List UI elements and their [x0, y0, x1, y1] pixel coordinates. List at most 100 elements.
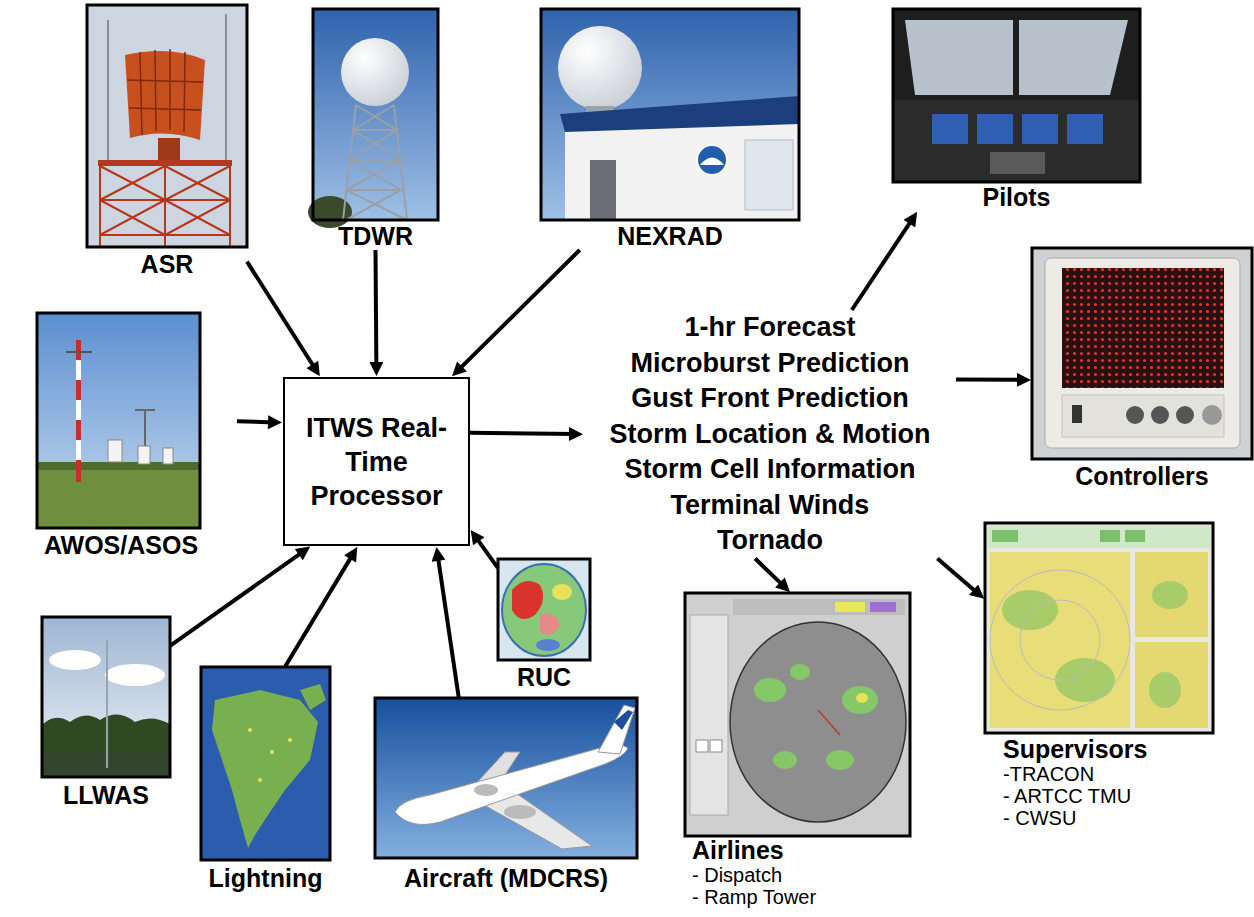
awos-asos-photo-part [37, 313, 200, 528]
controllers-photo-part [1202, 405, 1222, 425]
caption: RUC [498, 663, 590, 691]
photo-area [1032, 248, 1252, 462]
supervisors-display-photo [985, 523, 1213, 733]
supervisors-display-photo-part [990, 552, 1130, 728]
caption: Controllers [1032, 462, 1252, 490]
tdwr-photo-part-part [349, 159, 401, 161]
tdwr-photo-part-part [346, 105, 407, 220]
lightning-photo-part [258, 778, 262, 782]
airlines-display-photo-part [690, 615, 728, 815]
product-list: 1-hr ForecastMicroburst PredictionGust F… [584, 310, 956, 559]
airlines-display-photo-part [696, 740, 708, 752]
llwas-photo [42, 617, 170, 777]
asr-photo-part [98, 160, 232, 166]
awos-asos-node: AWOS/ASOS [5, 313, 237, 559]
caption: Airlines [692, 836, 910, 864]
ruc-photo-part [536, 639, 560, 651]
list-item: - ARTCC TMU [1003, 785, 1213, 807]
awos-asos-photo-part [76, 420, 81, 440]
supervisors-display-photo-part [988, 526, 1210, 548]
controllers-photo-part [1032, 248, 1252, 459]
awos-asos-photo-part [37, 313, 200, 528]
nexrad-photo-part [541, 9, 799, 220]
asr-photo-part [87, 5, 247, 247]
airlines-display-photo-part [790, 664, 810, 680]
awos-asos-photo-part [138, 446, 150, 464]
tdwr-photo-part [341, 38, 409, 106]
awos-asos-photo-part [163, 448, 173, 464]
supervisors-display-photo-part [1135, 642, 1208, 728]
supervisors-display-photo-part [992, 530, 1018, 542]
asr-photo-part [158, 138, 180, 160]
awos-asos-photo-part [108, 440, 122, 462]
lightning-photo-part [270, 750, 274, 754]
nexrad-photo-part [697, 145, 727, 175]
asr-photo-part-part [100, 166, 165, 200]
awos-asos-photo-part [135, 409, 155, 411]
flow-arrow [374, 250, 379, 369]
awos-asos-photo-part [76, 360, 81, 380]
aircraft-photo-part [598, 705, 635, 754]
pilots-photo-part [1022, 114, 1058, 144]
list-item: - Ramp Tower [692, 886, 910, 908]
airlines-display-photo-part [754, 678, 786, 702]
flow-arrow [237, 421, 275, 422]
awos-asos-photo-part [76, 340, 81, 360]
tdwr-photo-part-part [346, 189, 404, 191]
photo-area [893, 9, 1140, 183]
ruc-photo-part [498, 559, 590, 660]
airlines-display-photo-part [773, 751, 797, 769]
airlines-display-photo [685, 593, 910, 836]
flow-arrow [470, 433, 576, 434]
ruc-node: RUC [498, 559, 590, 691]
supervisors-display-photo-part [1135, 552, 1208, 637]
asr-photo-part [100, 166, 230, 247]
product-line: Gust Front Prediction [584, 381, 956, 417]
lightning-photo-part [201, 667, 330, 860]
pilots-photo-part [990, 152, 1045, 174]
pilots-photo-part [893, 100, 1140, 182]
airlines-display-photo-part [826, 750, 854, 770]
nexrad-node: NEXRAD [541, 9, 799, 250]
nexrad-photo-part [560, 96, 799, 132]
awos-asos-photo-part [66, 351, 92, 353]
asr-photo-part-part [165, 166, 230, 200]
lightning-photo-part [300, 684, 326, 710]
asr-photo-part-part [165, 166, 230, 200]
lightning-photo-part [248, 728, 252, 732]
asr-photo-part-part [100, 200, 165, 235]
box-label: ITWS Real-Time Processor [293, 411, 460, 513]
ruc-photo-part [498, 559, 590, 660]
controllers-photo-part [1045, 258, 1240, 448]
airlines-display-photo-part [710, 740, 722, 752]
list-item: - CWSU [1003, 807, 1213, 829]
asr-photo-part [127, 80, 203, 82]
airlines-display-photo-part [870, 602, 896, 612]
aircraft-photo-part [614, 710, 633, 730]
awos-asos-photo-part [37, 470, 200, 528]
flow-arrow [956, 378, 1024, 382]
photo-area [1003, 523, 1213, 735]
asr-node: ASR [87, 5, 247, 278]
aircraft-photo-part [474, 784, 498, 796]
asr-photo-part [155, 50, 156, 131]
tdwr-photo-part [313, 9, 438, 220]
pilots-photo-part [1013, 20, 1019, 96]
controllers-photo-part [1062, 395, 1224, 437]
controllers-photo-part [1072, 405, 1082, 423]
pilots-photo-part [1067, 114, 1103, 144]
supervisors-node: Supervisors-TRACON- ARTCC TMU- CWSU [985, 523, 1213, 829]
ruc-photo-part [502, 564, 586, 656]
lightning-photo-part [201, 667, 330, 860]
nexrad-photo-part [558, 26, 642, 110]
controllers-photo-part [1176, 406, 1194, 424]
flow-arrow [755, 559, 785, 588]
controllers-node: Controllers [1032, 248, 1252, 490]
ruc-photo-part [512, 581, 543, 619]
pilots-photo [893, 9, 1140, 182]
product-line: Storm Cell Information [584, 452, 956, 488]
airlines-display-photo-part [818, 710, 840, 735]
photo-area [313, 9, 438, 222]
caption: NEXRAD [541, 222, 799, 250]
ruc-photo-part [552, 584, 572, 600]
